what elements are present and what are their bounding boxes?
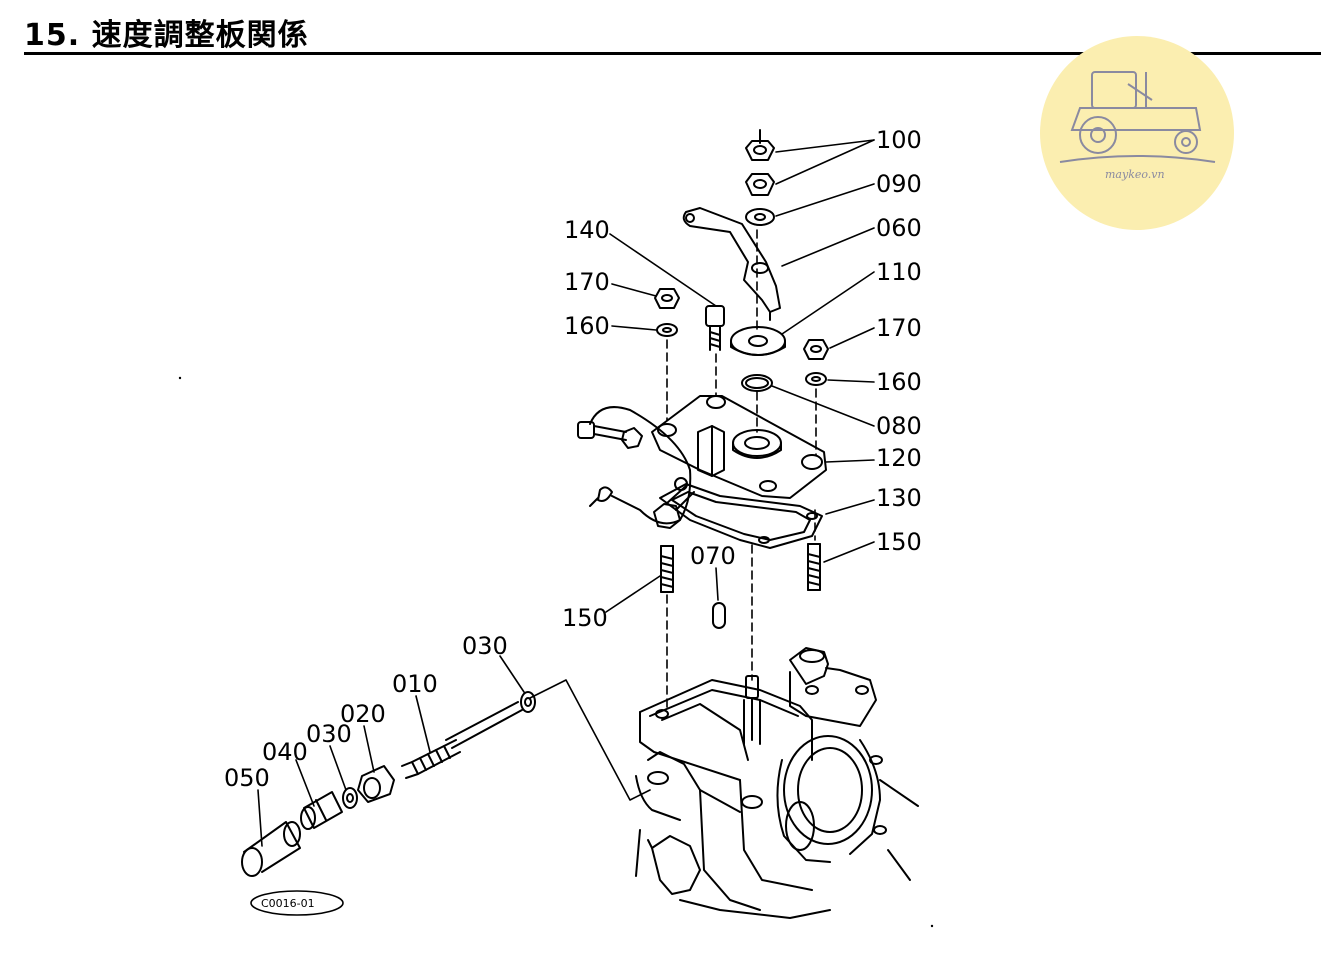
- label-070: 070: [690, 542, 736, 570]
- governor-wire: [589, 406, 692, 525]
- scan-dot: [930, 924, 934, 928]
- label-170-left: 170: [564, 268, 610, 296]
- label-080: 080: [876, 412, 922, 440]
- watermark-text: maykeo.vn: [1105, 168, 1165, 181]
- screw-left-upper: [577, 421, 643, 449]
- label-130: 130: [876, 484, 922, 512]
- label-150-right: 150: [876, 528, 922, 556]
- watermark-logo: maykeo.vn: [1040, 36, 1234, 230]
- label-170-right: 170: [876, 314, 922, 342]
- label-090: 090: [876, 170, 922, 198]
- washer-160-left: [656, 323, 678, 337]
- stud-150-left: [660, 545, 674, 593]
- label-020: 020: [340, 700, 386, 728]
- part-labels: 100 090 060 110 140 170 160 170 160 080 …: [224, 126, 922, 910]
- washer-030-right: [520, 691, 536, 713]
- stud-150-right: [807, 543, 821, 591]
- label-030-right: 030: [462, 632, 508, 660]
- lever-060: [682, 207, 781, 321]
- washer-090: [745, 208, 775, 226]
- oring-080: [741, 374, 773, 392]
- label-150-left: 150: [562, 604, 608, 632]
- label-030-left: 030: [306, 720, 352, 748]
- cap-050: [241, 821, 301, 877]
- key-070: [712, 602, 726, 629]
- figure-code-frame: [250, 890, 344, 916]
- label-120: 120: [876, 444, 922, 472]
- label-160-left: 160: [564, 312, 610, 340]
- nut-100: [745, 129, 775, 196]
- nut-020: [357, 765, 395, 803]
- nut-170-left: [654, 288, 680, 309]
- scan-dot: [178, 376, 182, 380]
- leader-lines: [257, 139, 875, 847]
- cap-nut-040: [300, 791, 343, 830]
- washer-160-right: [805, 372, 827, 386]
- washer-110: [730, 326, 786, 356]
- washer-030-left: [342, 787, 358, 809]
- nut-170-right: [803, 339, 829, 360]
- adjusting-bolt-010: [401, 701, 523, 779]
- speed-control-plate-120: [651, 395, 827, 499]
- gear-case-housing: [635, 647, 919, 919]
- bolt-140: [705, 305, 725, 351]
- label-060: 060: [876, 214, 922, 242]
- label-110: 110: [876, 258, 922, 286]
- label-140: 140: [564, 216, 610, 244]
- assembly-guide-line: [529, 679, 651, 801]
- gasket-130: [659, 483, 823, 549]
- page-title: 15. 速度調整板関係: [24, 18, 309, 53]
- title-rule: [24, 52, 1321, 55]
- label-100: 100: [876, 126, 922, 154]
- label-160-right: 160: [876, 368, 922, 396]
- screw-left-lower: [653, 477, 695, 529]
- label-010: 010: [392, 670, 438, 698]
- label-040: 040: [262, 738, 308, 766]
- figure-code: C0016-01: [261, 897, 315, 910]
- label-050: 050: [224, 764, 270, 792]
